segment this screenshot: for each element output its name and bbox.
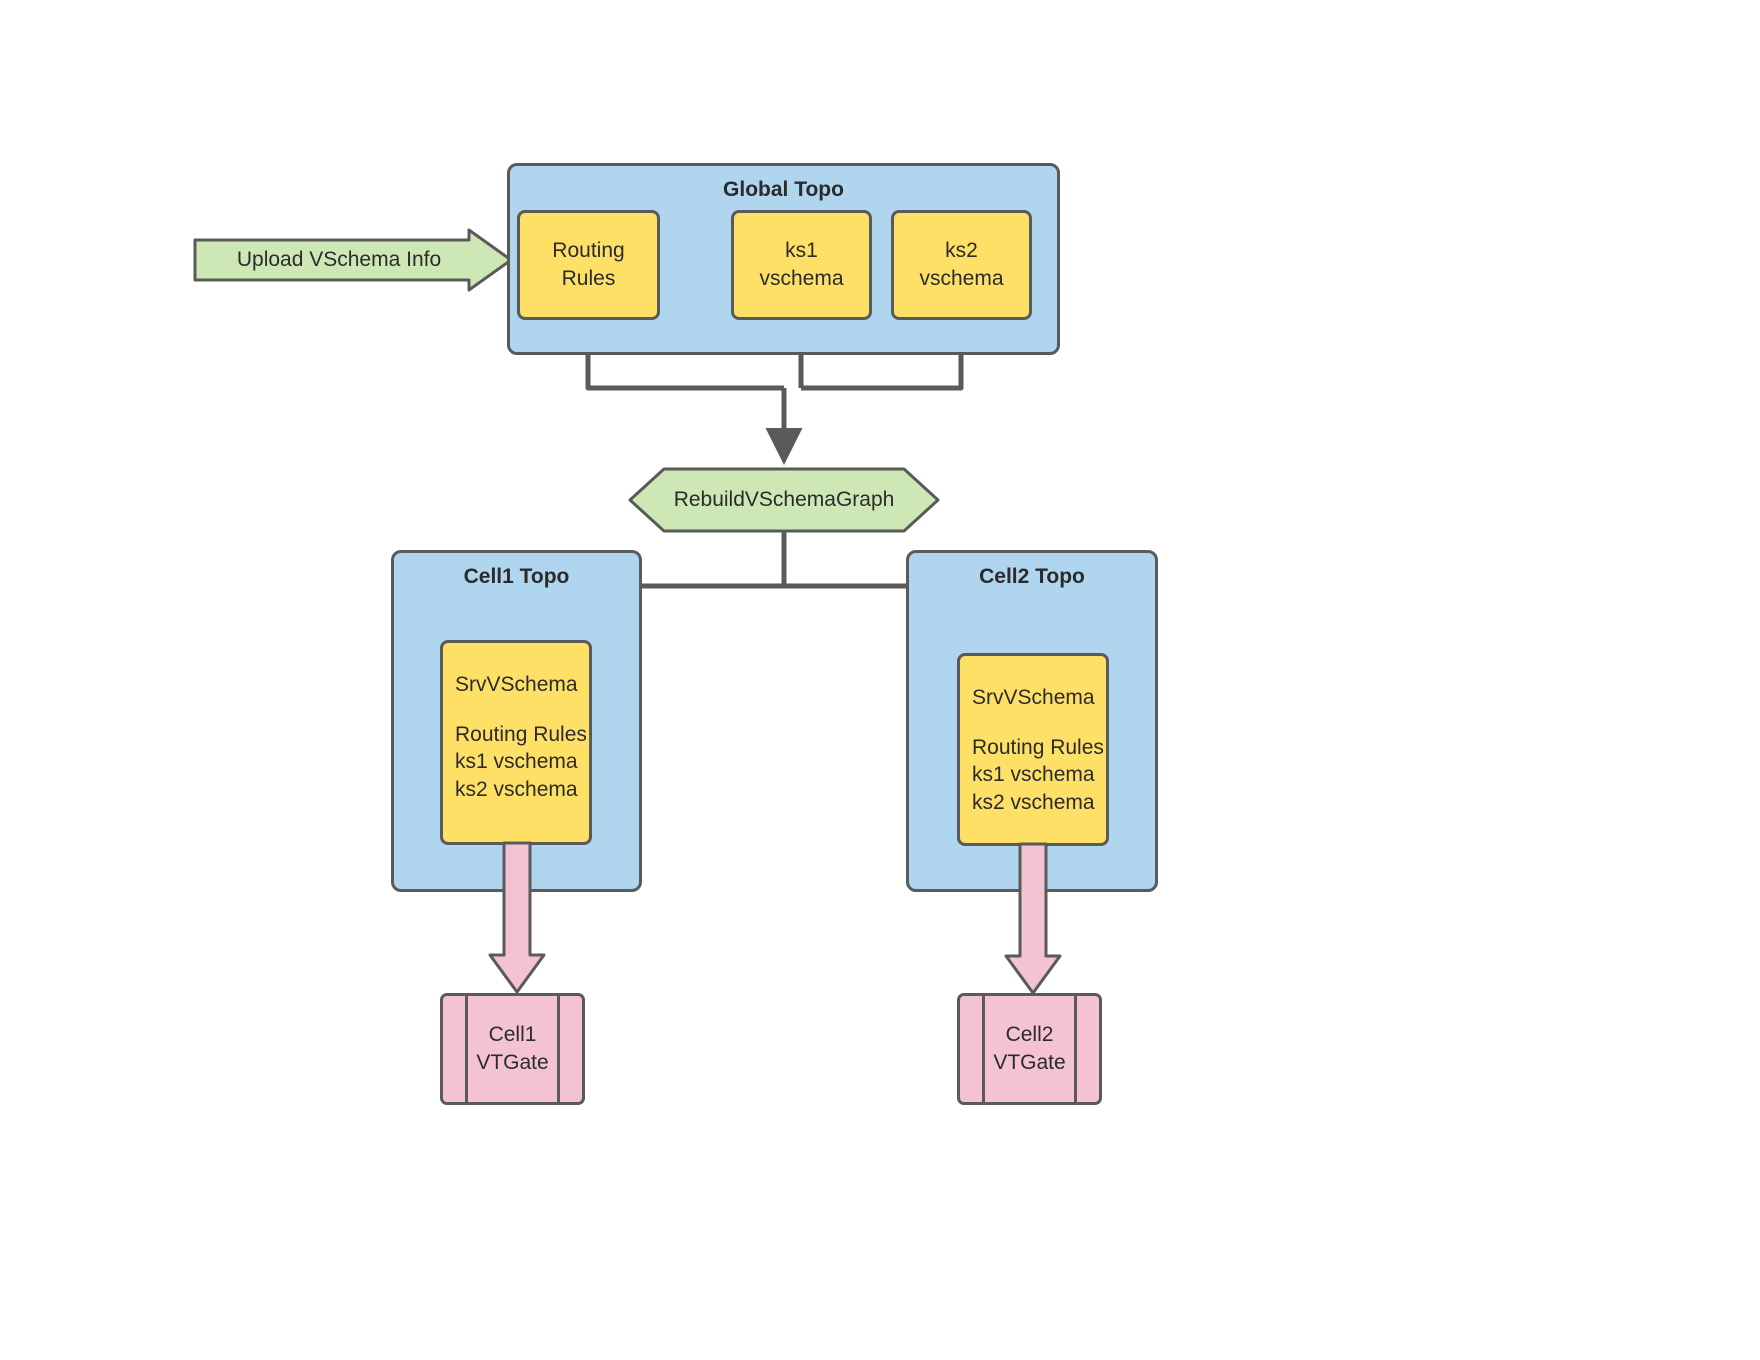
cell2-vtgate-right-bar <box>1074 993 1077 1105</box>
cell1-topo-title: Cell1 Topo <box>463 565 570 588</box>
ks1-vschema-label: ks1 vschema <box>759 239 844 290</box>
cell1-vtgate-right-bar <box>557 993 560 1105</box>
cell1-vtgate-left-bar <box>465 993 468 1105</box>
ks2-vschema-label: ks2 vschema <box>919 239 1004 290</box>
cell2-vtgate-label: Cell2 VTGate <box>993 1022 1066 1074</box>
ks2-vschema-box[interactable]: ks2 vschema <box>891 210 1032 320</box>
routing-rules-box[interactable]: Routing Rules <box>517 210 660 320</box>
cell2-srvvschema-gap <box>972 712 1104 734</box>
cell2-srv-to-vtgate-arrow <box>1004 842 1062 995</box>
global-topo-title: Global Topo <box>723 178 844 201</box>
cell1-srvvschema-lines: Routing Rules ks1 vschema ks2 vschema <box>455 722 587 802</box>
cell2-srvvschema-lines: Routing Rules ks1 vschema ks2 vschema <box>972 735 1104 815</box>
cell1-vtgate-box[interactable]: Cell1 VTGate <box>440 993 585 1105</box>
cell1-srvvschema-box[interactable]: SrvVSchema Routing Rules ks1 vschema ks2… <box>440 640 592 845</box>
cell2-vtgate-left-bar <box>982 993 985 1105</box>
cell1-srvvschema-heading: SrvVSchema <box>455 673 578 696</box>
cell2-topo-title: Cell2 Topo <box>979 565 1085 588</box>
cell2-srvvschema-heading: SrvVSchema <box>972 686 1095 709</box>
cell2-vtgate-box[interactable]: Cell2 VTGate <box>957 993 1102 1105</box>
cell1-srvvschema-gap <box>455 699 587 721</box>
cell1-srv-to-vtgate-arrow <box>488 841 546 994</box>
cell1-vtgate-label: Cell1 VTGate <box>476 1022 549 1074</box>
cell2-srvvschema-box[interactable]: SrvVSchema Routing Rules ks1 vschema ks2… <box>957 653 1109 846</box>
rebuild-vschema-graph-hexagon[interactable] <box>628 467 940 533</box>
upload-vschema-arrow <box>193 228 513 292</box>
routing-rules-label: Routing Rules <box>552 239 625 290</box>
ks1-vschema-box[interactable]: ks1 vschema <box>731 210 872 320</box>
